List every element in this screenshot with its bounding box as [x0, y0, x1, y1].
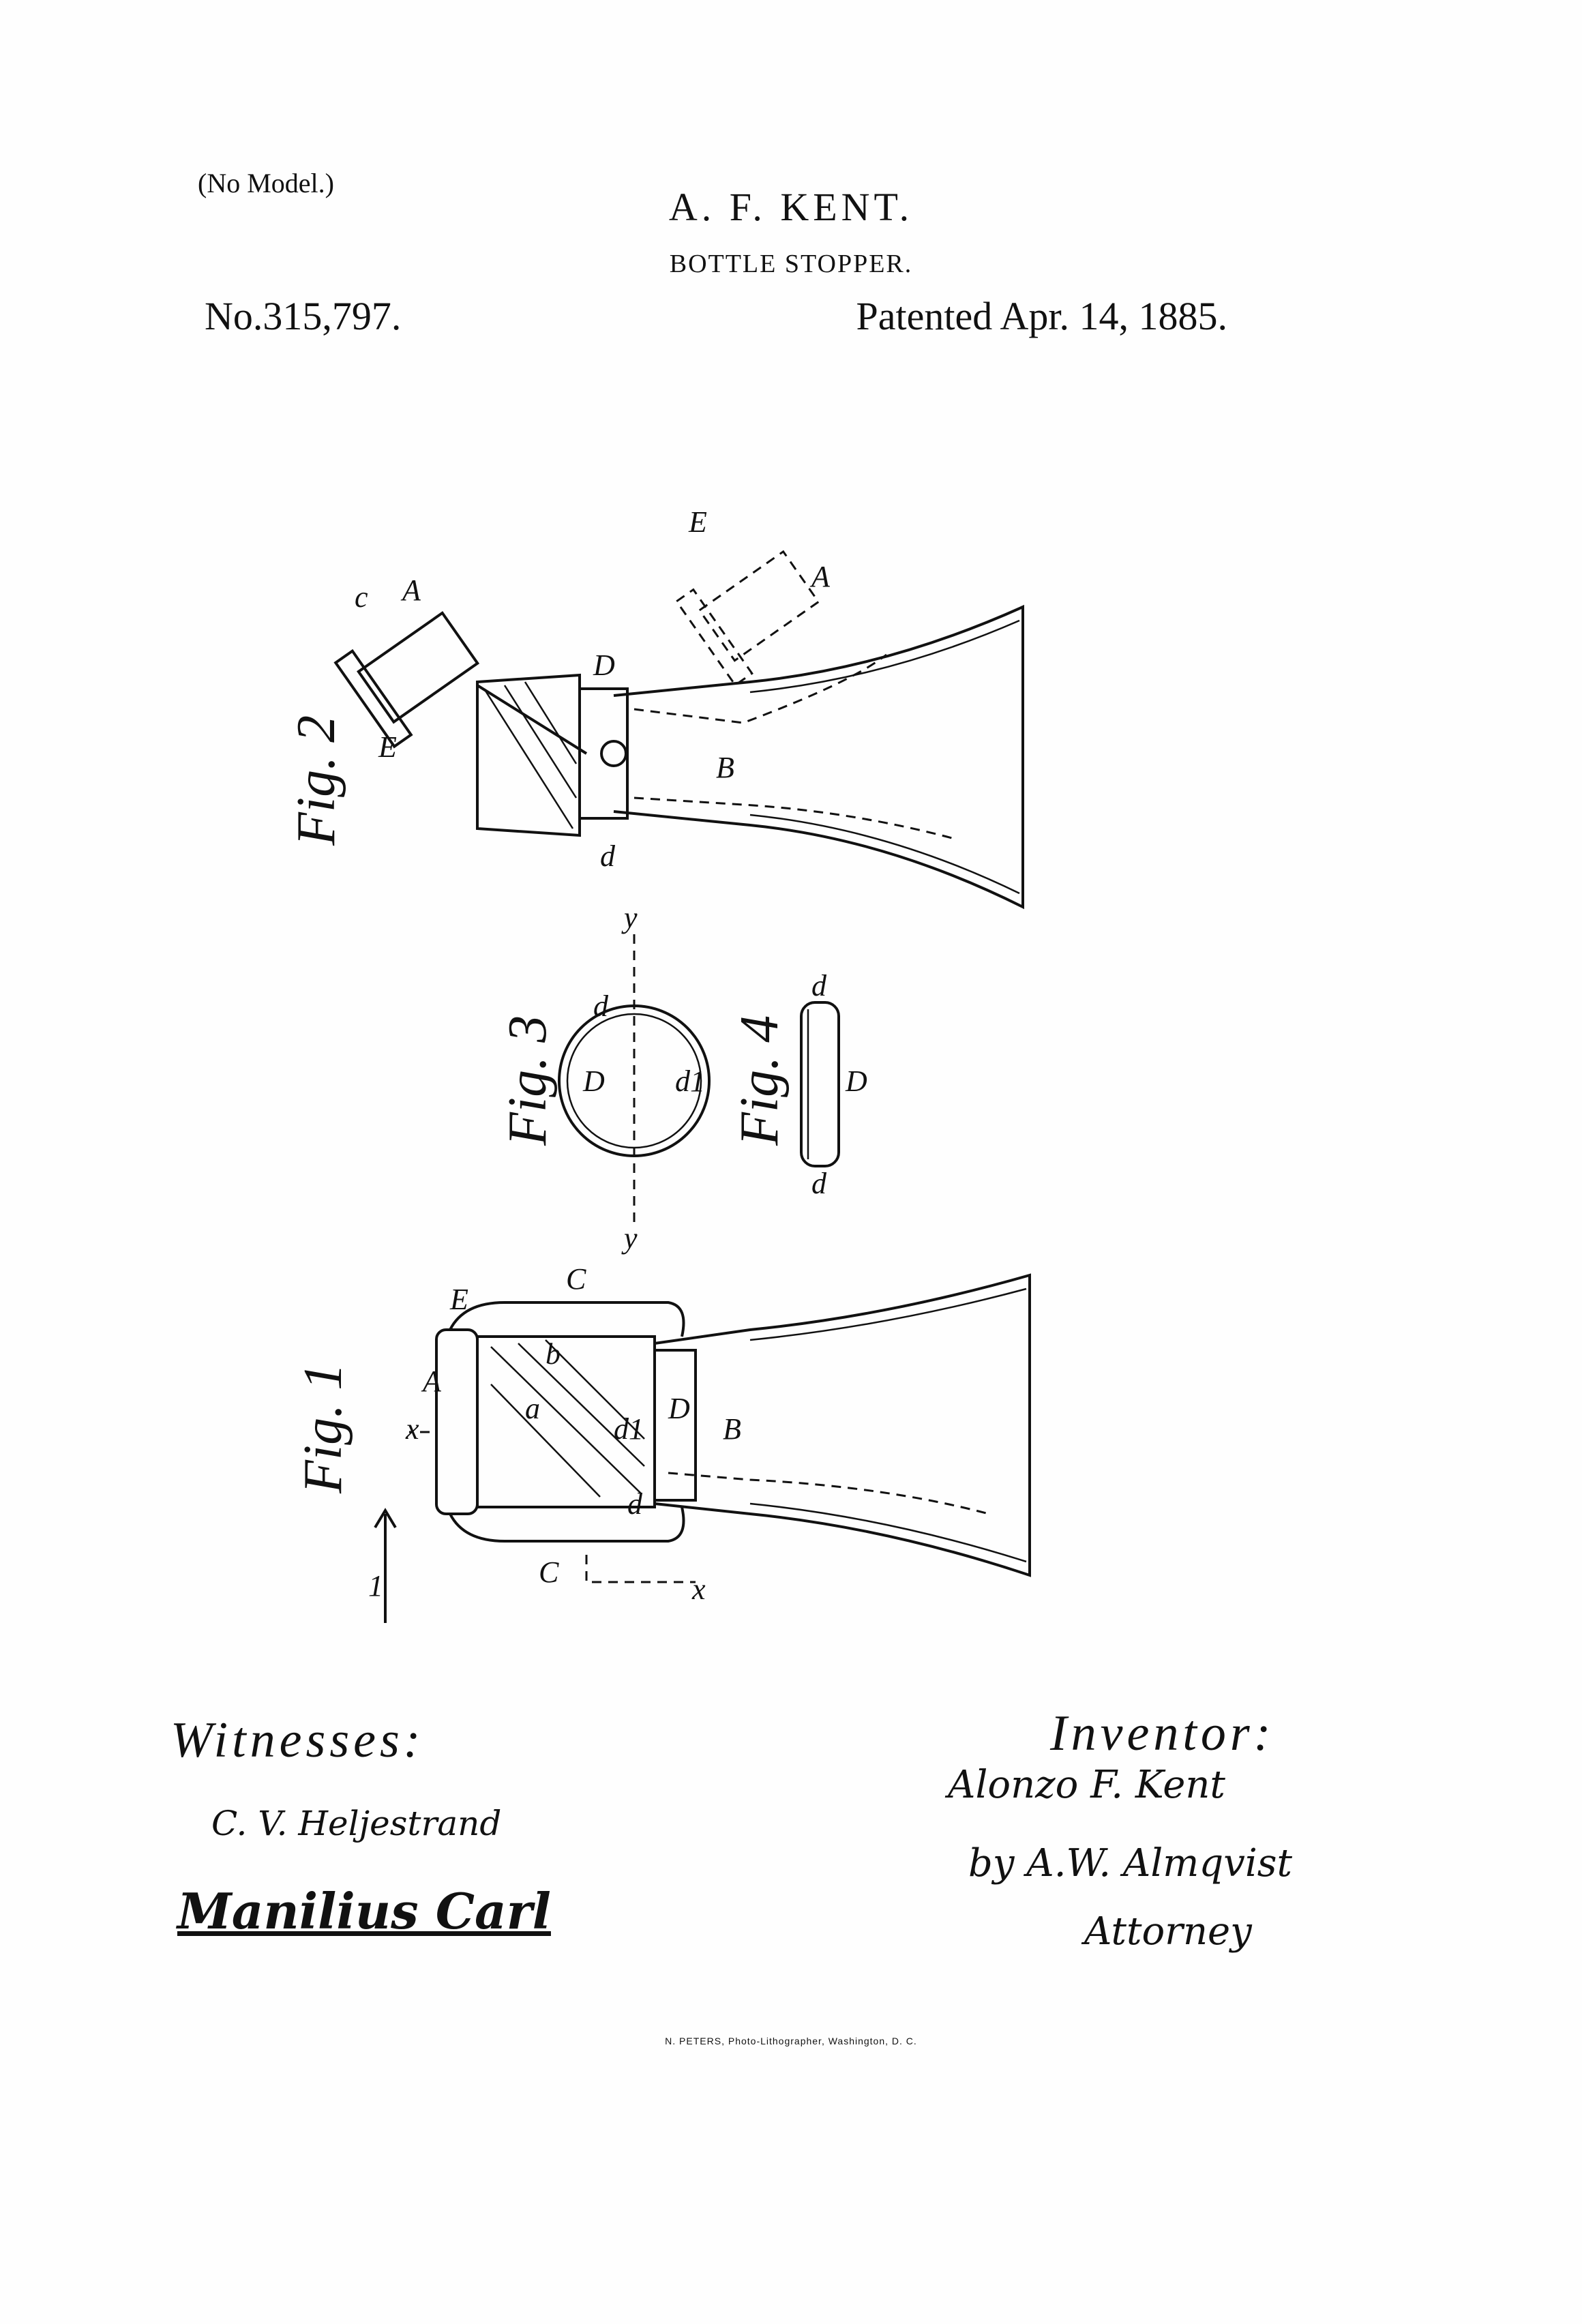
- fig1-ring: [655, 1350, 696, 1500]
- fig2-label-B: B: [716, 751, 734, 784]
- attorney-signature: by A.W. Almqvist: [968, 1841, 1292, 1886]
- inventor-heading: Inventor:: [1050, 1705, 1274, 1763]
- fig4-label-D: D: [845, 1064, 867, 1098]
- fig1-label-x2: x: [691, 1573, 706, 1606]
- fig3-label-D: D: [582, 1064, 605, 1098]
- figure-2: Fig. 2 B D A E E A c d: [286, 505, 1023, 907]
- witnesses-heading: Witnesses:: [170, 1712, 424, 1770]
- fig1-label-B: B: [723, 1412, 741, 1446]
- fig2-label-D: D: [593, 649, 615, 682]
- fig1-label-A: A: [421, 1365, 442, 1398]
- fig1-label-E: E: [449, 1283, 468, 1316]
- fig1-label-b: b: [546, 1337, 561, 1371]
- fig4-ring-side: [801, 1002, 839, 1166]
- fig2-pivot: [601, 741, 626, 766]
- fig2-caption: Fig. 2: [286, 715, 346, 846]
- fig4-label-d-bottom: d: [811, 1167, 827, 1200]
- fig2-bottle-outline: [614, 607, 1023, 907]
- witness-signature-2: Manilius Carl: [177, 1882, 551, 1940]
- fig2-label-c: c: [355, 580, 368, 614]
- fig2-label-A: A: [809, 560, 831, 593]
- fig1-label-a: a: [525, 1392, 540, 1425]
- fig1-label-x: x: [405, 1412, 419, 1446]
- fig1-lever-bottom: [450, 1507, 684, 1541]
- fig3-label-y-top: y: [621, 901, 638, 934]
- fig1-caption: Fig. 1: [293, 1363, 353, 1494]
- inventor-signature: Alonzo F. Kent: [948, 1763, 1225, 1807]
- fig1-cap: [436, 1330, 477, 1514]
- fig1-bottle-line: [750, 1289, 1026, 1340]
- fig3-label-d1: d1: [675, 1064, 705, 1098]
- fig2-label-E2: E: [378, 730, 397, 764]
- fig2-stopper: [477, 675, 580, 835]
- fig1-label-1: 1: [368, 1569, 383, 1603]
- fig2-cap-flange: [335, 651, 411, 747]
- fig2-cap-alt-flange: [676, 590, 752, 685]
- fig2-hatch: [484, 682, 576, 829]
- fig2-cap-alt: [700, 552, 818, 661]
- fig1-label-C-top: C: [566, 1262, 586, 1296]
- fig3-caption: Fig. 3: [498, 1015, 558, 1146]
- fig2-label-d: d: [600, 839, 616, 873]
- fig1-bottle-outline: [655, 1275, 1030, 1575]
- fig3-label-y-bottom: y: [621, 1221, 638, 1255]
- fig1-label-d: d: [627, 1487, 643, 1521]
- fig4-caption: Fig. 4: [730, 1015, 790, 1146]
- witness-signature-1: C. V. Heljestrand: [211, 1804, 501, 1843]
- figure-3: Fig. 3 D d d1 y y: [498, 901, 709, 1255]
- figure-4: Fig. 4 D d d: [730, 969, 867, 1200]
- attorney-title: Attorney: [1084, 1909, 1252, 1954]
- fig2-label-E: E: [688, 505, 707, 539]
- fig4-label-d-top: d: [811, 969, 827, 1002]
- fig1-label-d1: d1: [614, 1412, 644, 1446]
- fig1-label-D: D: [668, 1392, 690, 1425]
- fig2-cap: [359, 613, 477, 722]
- fig1-label-C-bottom: C: [539, 1555, 559, 1589]
- figure-1: Fig. 1 B D A E C C x x 1 d1 d a b: [293, 1262, 1030, 1623]
- fig2-bottle-line-b: [750, 815, 1019, 893]
- fig1-inner-dash: [668, 1473, 989, 1514]
- fig1-lever-top: [450, 1302, 684, 1337]
- fig2-lever: [477, 685, 586, 754]
- fig3-label-d: d: [593, 989, 609, 1023]
- lithographer-footer: N. PETERS, Photo-Lithographer, Washingto…: [0, 2036, 1582, 2046]
- fig2-label-A2: A: [400, 573, 421, 607]
- fig2-ring: [580, 689, 627, 818]
